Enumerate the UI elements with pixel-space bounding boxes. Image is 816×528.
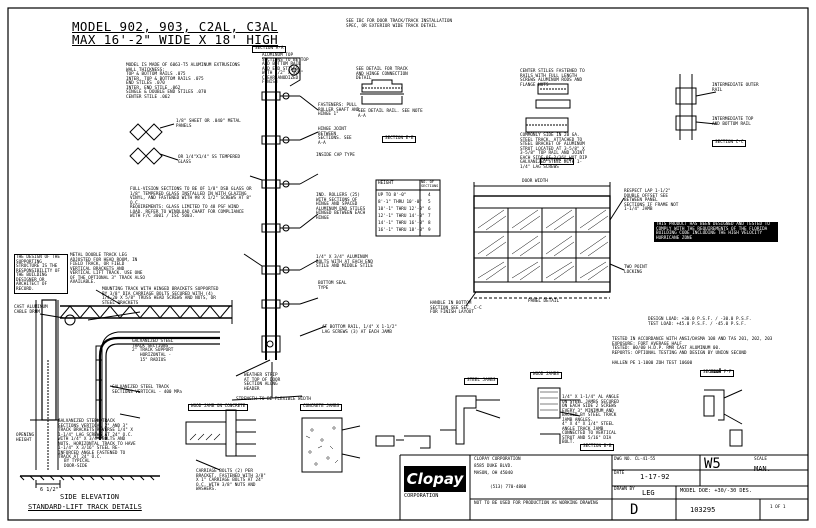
metal-double-track-note: METAL DOUBLE TRACK LEG ADJUSTED FOR HEAD…	[70, 253, 146, 285]
scale-value: MAN.	[754, 465, 771, 473]
stiles-note: ALUMINUM TOP SECTIONS TO BE TOP AND BOTT…	[262, 53, 309, 85]
date-label: DATE	[614, 471, 625, 476]
ind-wall-note: IND. ROLLERS (25) WITH SECTIONS OF HINGE…	[316, 193, 366, 221]
two-point-lock-note: TWO POINT LOCKING	[624, 265, 648, 275]
galv-steel-note-2: GALVANIZED STEEL TRACK SECTIONS VERTICAL…	[112, 385, 182, 395]
panel-detail-label: PANEL DETAIL	[528, 299, 560, 304]
height-table-row-sections: 7	[428, 214, 431, 219]
height-table-row-sections: 6	[428, 207, 431, 212]
hinge-joint-note: HINGE JOINT BETWEEN SECTIONS. SEE A-A	[318, 127, 352, 146]
steel-jambs-label: STEEL JAMBS	[464, 378, 499, 385]
strip-seal-note: WEATHER STRIP AT TOP OF DOOR SECTION ALO…	[244, 373, 281, 392]
height-table-row-height: UP TO 8'-0"	[378, 193, 407, 198]
mount-bracket-note: MOUNTING TRACK WITH HINGED BRACKETS SUPP…	[102, 287, 219, 306]
section-ff-label: SECTION F-F	[700, 370, 735, 377]
revision-letter: D	[630, 502, 639, 518]
model-panel-note: MODEL IS MADE OF 6063-T5 ALUMINUM EXTRUS…	[126, 63, 240, 100]
corp-label: CORPORATION	[404, 493, 439, 499]
date-value: 1-17-92	[640, 473, 670, 481]
center-stiles-note: CENTER STILES FASTENED TO RAILS WITH FUL…	[520, 69, 585, 88]
wood-jamb-on-concrete-label: WOOD JAMB ON CONCRETE	[188, 404, 249, 411]
disclaimer: NOT TO BE USED FOR PRODUCTION AS WORKING…	[474, 501, 599, 506]
track-radius-note: HORIZONTAL - 15" RADIUS	[140, 353, 172, 363]
full-vision-note: FULL-VISION SECTIONS TO BE OF 1/8" DSB G…	[130, 187, 252, 219]
drawing-number: 103295	[690, 506, 716, 514]
height-table-row-height: 14'-1" THRU 16'-0"	[378, 221, 425, 226]
drawing-title-line2: MAX 16'-2" WIDE X 18' HIGH	[72, 32, 279, 47]
height-table-row-height: 12'-1" THRU 14'-0"	[378, 214, 425, 219]
section-cc-label: SECTION C-C	[712, 140, 747, 147]
drawn-by-label: DRAWN BY	[614, 487, 635, 492]
intermediate-top-note: INTERMEDIATE TOP AND BOTTOM RAIL	[712, 117, 754, 127]
by-type-note: BY TYPICAL DOOR-SIDE	[64, 459, 90, 469]
strength-note: STRENGTH TO BE FLEXIBLE WIDTH	[236, 397, 312, 402]
drawn-by-value: LEG	[642, 489, 655, 497]
ansi-load-note: DESIGN LOAD: +30.0 P.S.F. / -30.0 P.S.F.…	[648, 317, 752, 327]
bottom-seal-note: BOTTOM SEAL TYPE	[318, 281, 347, 291]
tested-note: TESTED IN ACCORDANCE WITH ANSI/DASMA 108…	[612, 337, 773, 356]
steel-note: 1/4" X 1-1/4" AL ANGLE ON STEEL JAMBS SE…	[562, 395, 619, 445]
height-table-header-height: HEIGHT	[378, 181, 394, 186]
concrete-jambs-label: CONCRETE JAMBS	[300, 404, 343, 411]
section-ee-label: SECTION E-E	[382, 136, 417, 143]
cast-aluminum-note: CAST ALUMINUM CABLE DRUM	[14, 305, 48, 315]
height-table-row-sections: 4	[428, 193, 431, 198]
height-table-header-sections: NO. OF SECTIONS	[421, 180, 439, 188]
address-line1: 8585 DUKE BLVD.	[474, 464, 513, 469]
door-width-label: DOOR WIDTH	[522, 179, 548, 184]
section-bb-note: SEE DETAIL FOR TRACK AND HINGE CONNECTIO…	[356, 67, 408, 81]
model-line: MODEL DOE: +30/-30 DES.	[680, 488, 752, 494]
opening-height-label: OPENING HEIGHT	[16, 433, 35, 443]
sheet-number: 1 OF 1	[770, 505, 786, 510]
at-bottom-rail-note: AT BOTTOM RAIL, 1/4" X 1-1/2" LAG SCREWS…	[322, 325, 398, 335]
cross-section-note: COMMONLY SIDE IN 20 GA. STEEL TRACK. ATT…	[520, 133, 588, 170]
side-elevation-subtitle: STANDARD-LIFT TRACK DETAILS	[28, 503, 142, 511]
dwg-no-label: DWG NO. CL-41-55	[614, 457, 656, 462]
drawing-title-line1: MODEL 902, 903, C2AL, C3AL	[72, 19, 279, 34]
galv-steel-note-1: GALVANIZED STEEL TRACK SECTIONS 2" TRACK…	[132, 339, 174, 353]
height-table-row-height: 16'-1" THRU 18'-0"	[378, 228, 425, 233]
section-aa-label: SECTION A-A	[252, 46, 287, 53]
section-dd-label: SECTION D-D	[540, 158, 575, 165]
header-conditions-note: THE DESIGN OF THE SUPPORTING STRUCTURE I…	[14, 254, 68, 294]
pe-line: HALLEN PE 1-1000 ZOH TEST 10600	[612, 361, 693, 366]
height-table-row-sections: 8	[428, 221, 431, 226]
height-table-row-height: 10'-1" THRU 12'-0"	[378, 207, 425, 212]
handle-note: HANDLE IN BOTTOM SECTION SEE SEC. C-C FO…	[430, 301, 482, 315]
wood-jambs-label: WOOD JAMBS	[530, 372, 562, 379]
windload-box: THIS PRODUCT HAS BEEN DESIGNED AND TESTE…	[654, 222, 778, 242]
surface-label-note: RESPECT LAP 1-1/2" DOUBLE OFFSET SEE BET…	[624, 189, 679, 212]
phone: (513) 770-4800	[490, 485, 527, 490]
height-table-row-sections: 5	[428, 200, 431, 205]
height-table-row-sections: 9	[428, 228, 431, 233]
scale-label: SCALE	[754, 457, 767, 462]
intermediate-rail-note: INTERMEDIATE OUTER RAIL	[712, 83, 759, 93]
end-stile-bolt-note: 1/4" X 3/4" ALUMINUM BOLTS WITH AT EACH …	[316, 255, 373, 269]
dim-side: 6 1/2"	[40, 487, 59, 493]
track-note: GALVANIZED STEEL TRACK SECTIONS VERTICAL…	[58, 419, 136, 460]
top-pan-note: SEE DETAIL RAIL. SEE NOTE A-A	[358, 109, 423, 119]
height-table-row-height: 8'-1" THRU 10'-0"	[378, 200, 422, 205]
clopay-logo: Clopay	[404, 466, 466, 492]
inside-cap-note: INSIDE CAP TYPE	[316, 153, 355, 158]
sheet-glass-note: 1/8" SHEET OR .040" METAL PANELS	[176, 119, 241, 129]
rail-hinge-note: FASTENERS: PULL ROLLER SHAFT AND HINGE 1…	[318, 103, 360, 117]
address-line2: MASON, OH 45040	[474, 471, 513, 476]
company-name: CLOPAY CORPORATION	[474, 457, 521, 462]
dwg-no-value: W5	[704, 456, 721, 472]
side-elevation-title: SIDE ELEVATION	[60, 493, 120, 501]
top-note: SEE IBC FOR DOOR TRACK/TRACK INSTALLATIO…	[346, 19, 453, 29]
section-bb-label: SECTION B-B	[580, 444, 615, 451]
tempered-glass-note: OR 1/4"X1/4" SS TEMPERED GLASS	[178, 155, 241, 165]
carriage-bolts-note: CARRIAGE BOLTS (2) PER BRACKET. FASTENED…	[196, 469, 266, 492]
